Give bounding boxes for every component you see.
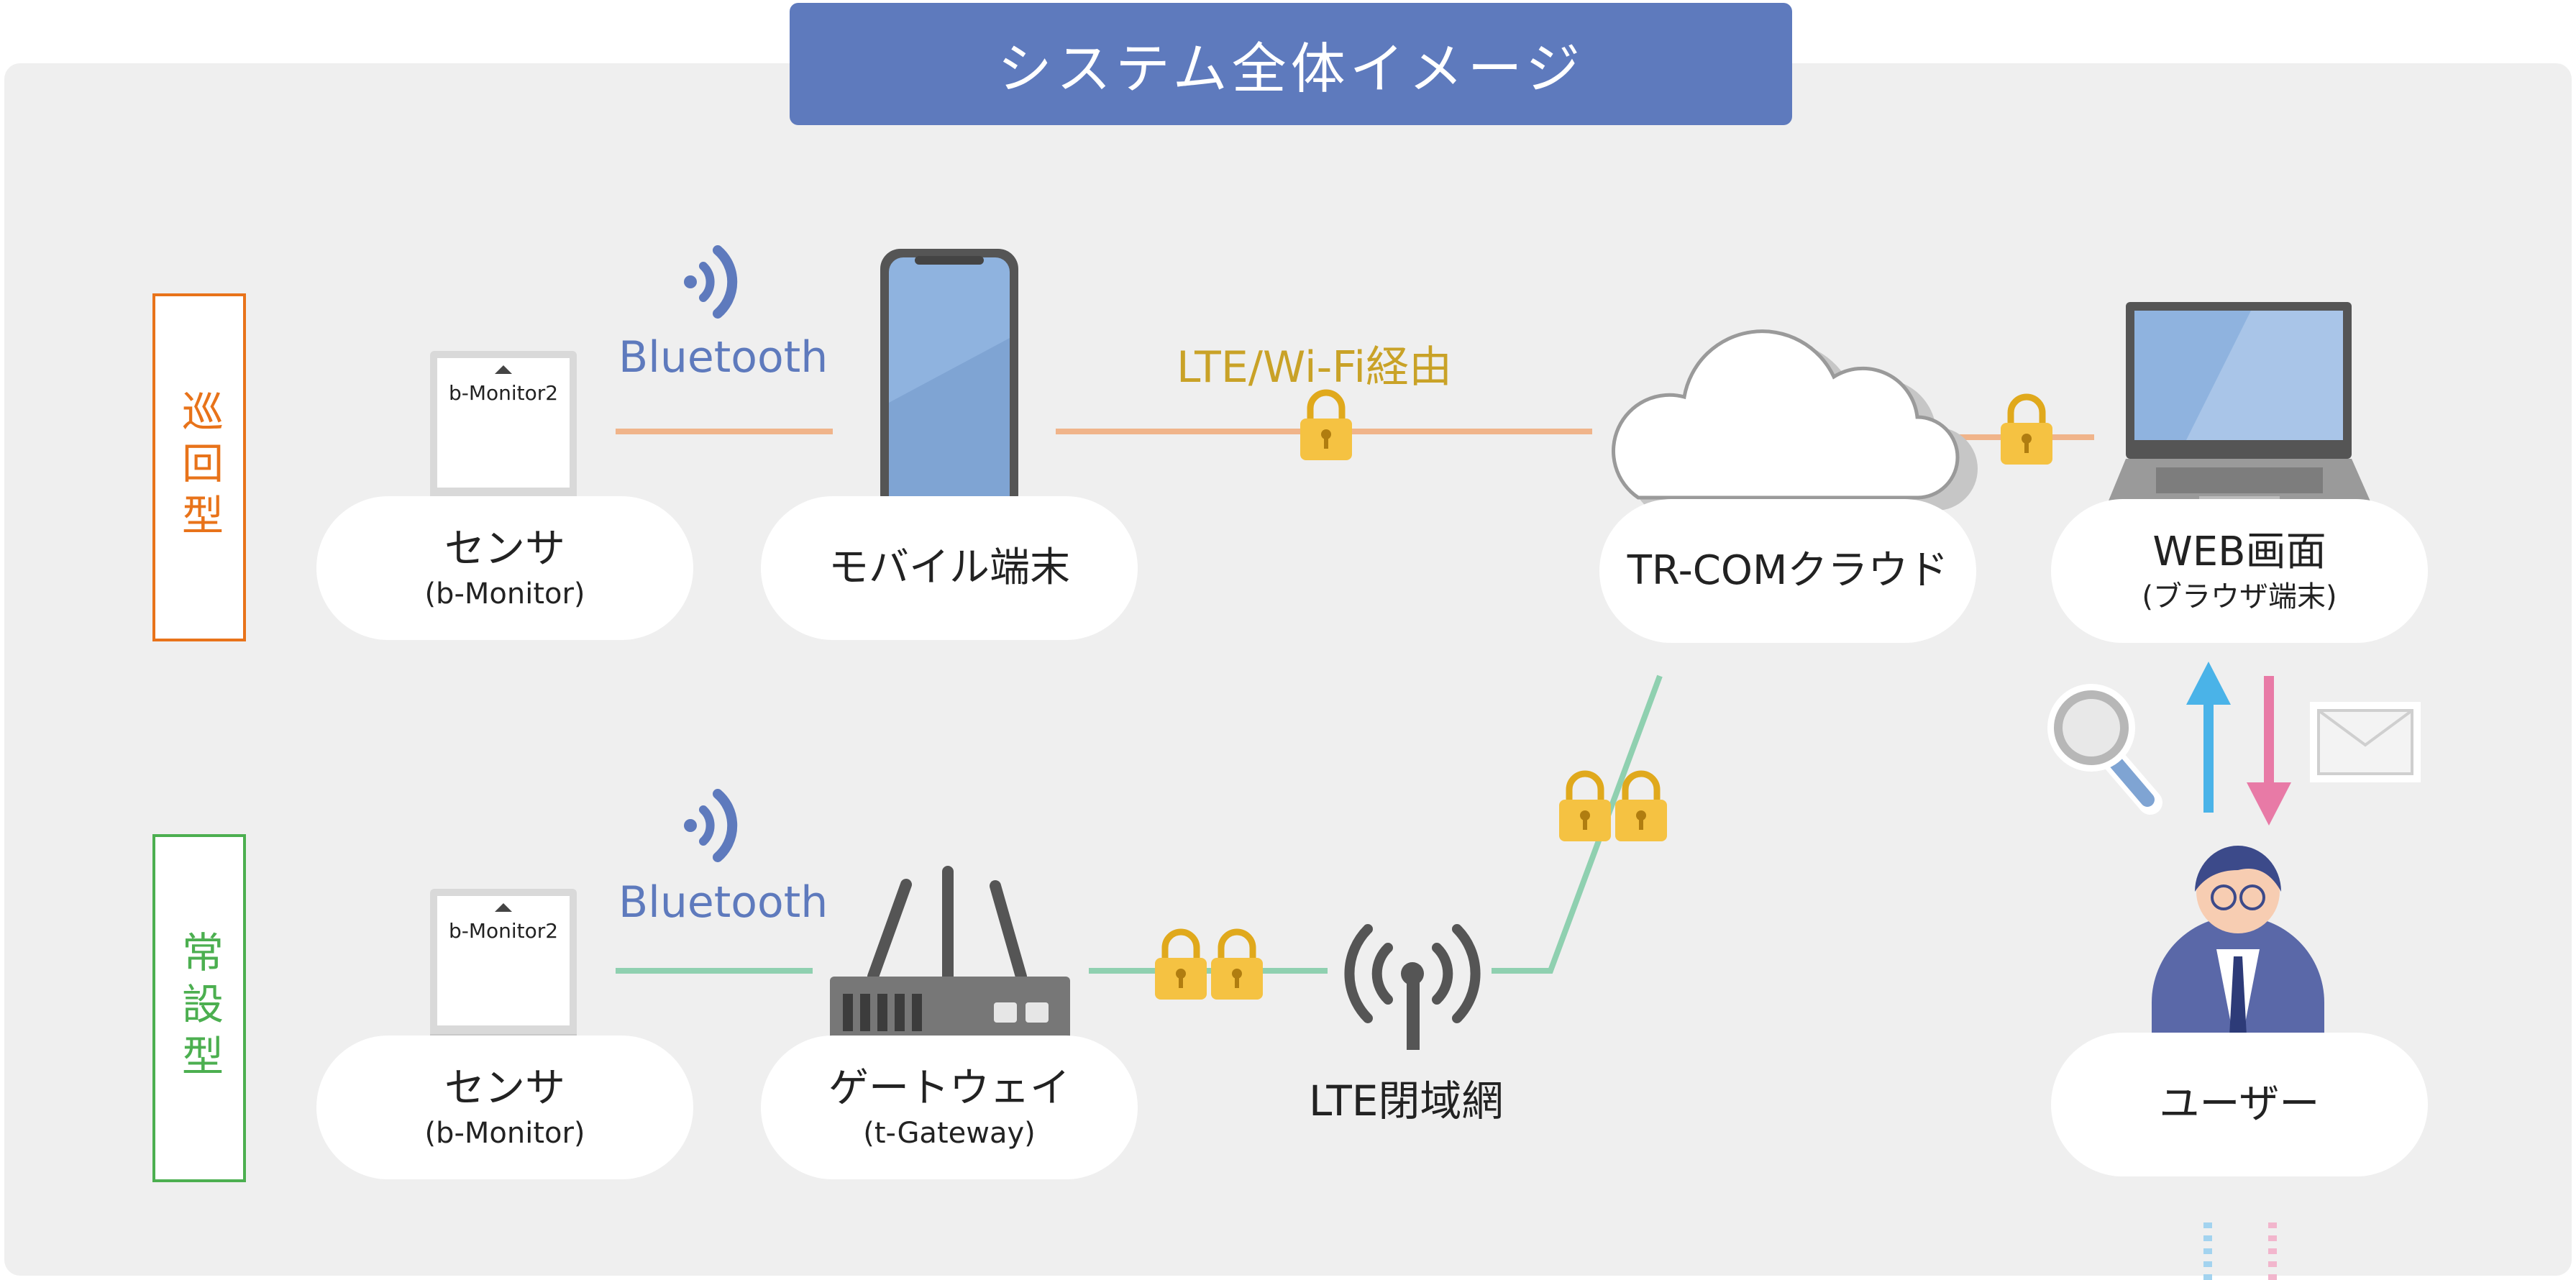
lock-icon: [1155, 932, 1207, 1000]
magnifier-icon: [2047, 684, 2162, 815]
node-user: ユーザー: [2051, 1033, 2428, 1176]
node-web-name: WEB画面: [2152, 529, 2326, 575]
smartphone-icon: [880, 249, 1018, 515]
bluetooth-label-top: Bluetooth: [618, 332, 828, 383]
wireless-signal-icon: [684, 794, 732, 857]
node-sensor-top-sub: (b-Monitor): [424, 577, 585, 611]
node-sensor-top: センサ (b-Monitor): [316, 496, 693, 640]
node-cloud-name: TR-COMクラウド: [1627, 547, 1949, 594]
lock-icon: [1559, 774, 1611, 841]
sensor-device-text: b-Monitor2: [449, 919, 558, 943]
lock-icon: [1615, 774, 1667, 841]
node-sensor-bottom-sub: (b-Monitor): [424, 1117, 585, 1150]
cloud-icon: [1612, 329, 1978, 511]
node-sensor-bottom: センサ (b-Monitor): [316, 1036, 693, 1179]
gateway-router-icon: [830, 866, 1070, 1040]
node-gateway-sub: (t-Gateway): [863, 1117, 1036, 1150]
node-mobile-name: モバイル端末: [828, 544, 1070, 591]
mail-icon: [2310, 702, 2421, 782]
node-mobile: モバイル端末: [761, 496, 1138, 640]
arrow-up-icon: [2186, 662, 2231, 813]
laptop-icon: [2106, 302, 2373, 508]
link-lte-cloud: [1492, 675, 1663, 974]
node-web-sub: (ブラウザ端末): [2142, 580, 2337, 613]
node-gateway-name: ゲートウェイ: [828, 1065, 1070, 1112]
lock-icon: [1300, 393, 1352, 460]
node-cloud: TR-COMクラウド: [1599, 499, 1976, 643]
arrow-down-icon: [2247, 676, 2291, 826]
wireless-signal-icon: [684, 250, 732, 314]
node-gateway: ゲートウェイ (t-Gateway): [761, 1036, 1138, 1179]
lock-icon: [1211, 932, 1263, 1000]
sensor-device-text: b-Monitor2: [449, 381, 558, 405]
lock-icon: [2001, 397, 2052, 465]
user-avatar-icon: [2152, 846, 2324, 1060]
row-label-patrol: 巡回型: [152, 293, 246, 641]
antenna-icon: [1344, 924, 1481, 1050]
row-label-fixed: 常設型: [152, 834, 246, 1182]
lte-wifi-label: LTE/Wi-Fi経由: [1177, 342, 1453, 393]
sensor-device-icon: b-Monitor2: [430, 889, 577, 1079]
node-lte-closed-name: LTE閉域網: [1309, 1076, 1504, 1125]
diagram-title: システム全体イメージ: [790, 3, 1792, 125]
sensor-device-icon: b-Monitor2: [430, 351, 577, 541]
node-sensor-top-name: センサ: [444, 526, 565, 572]
node-user-name: ユーザー: [2159, 1081, 2320, 1128]
node-web: WEB画面 (ブラウザ端末): [2051, 499, 2428, 643]
bluetooth-label-bottom: Bluetooth: [618, 877, 828, 928]
node-sensor-bottom-name: センサ: [444, 1065, 565, 1112]
